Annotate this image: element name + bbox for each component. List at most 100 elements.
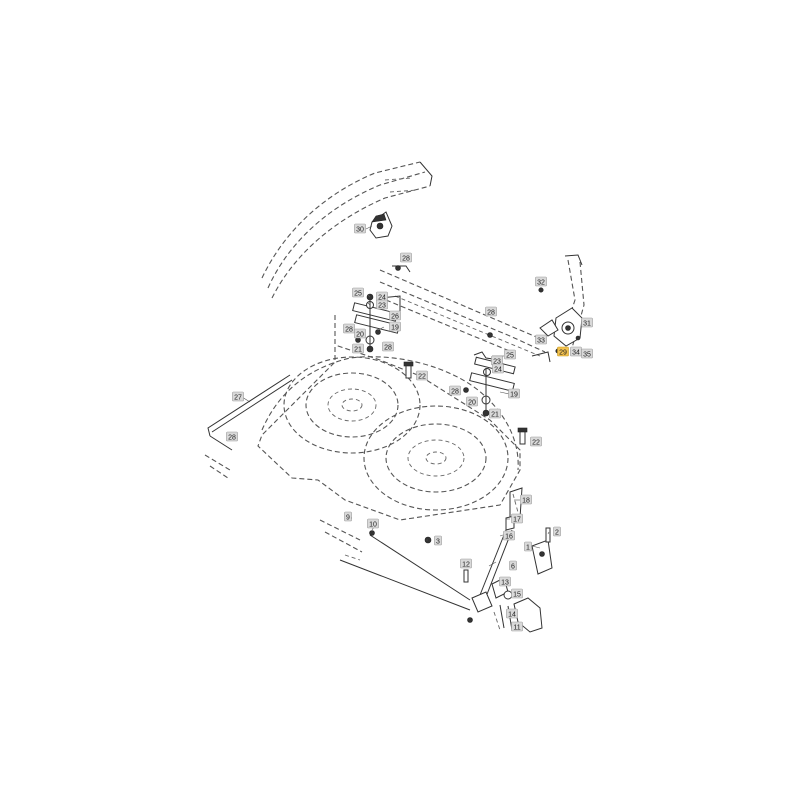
callout-tag [400,252,412,263]
callout-number: 28 [345,327,353,334]
callout-11: 11 [511,621,523,632]
callout-14: 14 [506,608,518,619]
callout-number: 11 [513,625,520,632]
callout-number: 28 [384,345,392,352]
callout-30: 30 [354,223,366,234]
callout-tag [553,526,561,537]
callout-tag [389,310,401,321]
callout-tag [485,306,497,317]
callout-tag [511,513,523,524]
callout-19: 19 [508,388,520,399]
callout-28: 28 [400,252,412,263]
callout-number: 28 [402,256,410,263]
callout-20: 20 [466,396,478,407]
callout-number: 31 [583,321,591,328]
callout-number: 6 [511,564,515,571]
callout-number: 24 [378,295,386,302]
callout-3: 3 [434,535,442,546]
callout-number: 25 [506,353,514,360]
part-30-bracket [369,211,393,239]
callout-tag [232,391,244,402]
callout-tag [535,276,547,287]
callout-number: 21 [491,412,499,419]
callout-19: 19 [389,321,401,332]
callout-tag [581,317,593,328]
callout-23: 23 [376,299,388,310]
callout-tag [511,588,523,599]
callout-16: 16 [503,530,515,541]
callout-number: 33 [537,338,545,345]
callout-number: 10 [369,522,377,529]
callout-number: 30 [356,227,364,234]
callout-17: 17 [511,513,523,524]
callout-tag [416,370,428,381]
callout-tag [352,343,364,354]
callout-tag [354,223,366,234]
callout-number: 28 [451,389,459,396]
callout-12: 12 [460,558,472,569]
callout-tag [492,363,504,374]
callout-21: 21 [489,408,501,419]
callout-number: 21 [354,347,362,354]
lift-arm-left [352,265,411,353]
callout-number: 23 [378,303,386,310]
callout-6: 6 [509,560,517,571]
callout-tag [226,431,238,442]
callout-tag [504,349,516,360]
callout-20: 20 [354,328,366,339]
callout-tag [460,558,472,569]
callout-tag [581,348,593,359]
callout-22: 22 [416,370,428,381]
callout-number: 25 [354,291,362,298]
callout-number: 16 [505,534,513,541]
callout-28: 28 [382,341,394,352]
callout-tag [389,321,401,332]
callout-tag [354,328,366,339]
lift-arm-right [463,332,551,417]
callout-33: 33 [535,334,547,345]
callout-tag [449,385,461,396]
callout-28: 28 [343,323,355,334]
callout-number: 34 [572,350,580,357]
callout-number: 15 [513,592,521,599]
callout-35: 35 [581,348,593,359]
pivot-bracket-right [538,287,583,354]
callout-32: 32 [535,276,547,287]
callout-tag [511,621,523,632]
callout-21: 21 [352,343,364,354]
bolt-22-a [403,361,414,379]
callout-tag [530,436,542,447]
callout-number: 22 [418,374,426,381]
callout-number: 32 [537,280,545,287]
callout-number: 20 [356,332,364,339]
callout-number: 2 [555,530,559,537]
callout-26: 26 [389,310,401,321]
callout-tag [466,396,478,407]
upper-frame-rail [261,161,433,299]
link-rod-27 [207,374,293,451]
bolt-22-b [517,427,528,445]
callout-number: 22 [532,440,540,447]
callout-10: 10 [367,518,379,529]
callout-2: 2 [553,526,561,537]
callout-34: 34 [570,346,582,357]
callout-number: 27 [234,395,242,402]
callout-number: 23 [493,359,501,366]
callout-number: 26 [391,314,399,321]
callout-tag [508,388,520,399]
callout-1: 1 [524,541,532,552]
callout-tag [506,608,518,619]
callout-28: 28 [449,385,461,396]
callout-number: 35 [583,352,591,359]
callout-number: 20 [468,400,476,407]
callout-number: 29 [559,350,567,357]
callout-29: 29 [557,346,569,357]
callout-number: 24 [494,367,502,374]
mower-deck [257,315,521,521]
callout-23: 23 [491,355,503,366]
callout-tag [434,535,442,546]
callout-number: 28 [228,435,236,442]
callout-number: 12 [462,562,470,569]
